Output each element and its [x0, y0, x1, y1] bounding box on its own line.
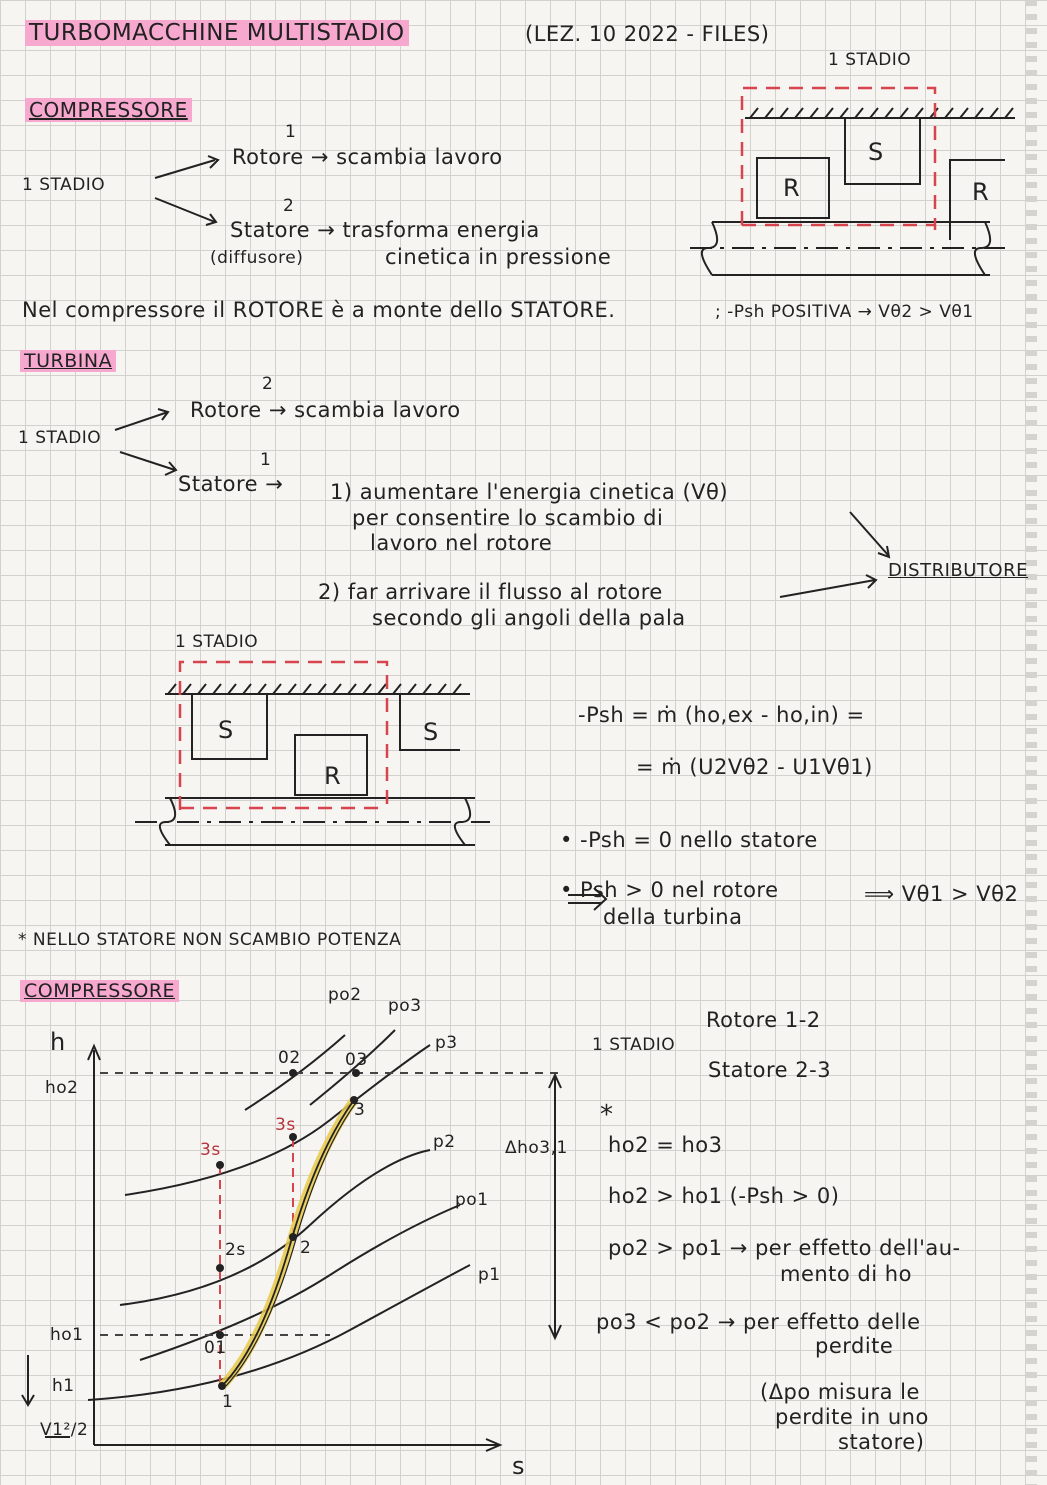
relation-2: ho2 > ho1 (-Psh > 0) [608, 1184, 840, 1208]
point-3: 3 [354, 1100, 366, 1120]
compressor-rotor-text: Rotore → scambia lavoro [232, 145, 503, 169]
point-3s-left: 3s [200, 1140, 221, 1160]
compressor-note: Nel compressore il ROTORE è a monte dell… [22, 298, 616, 322]
rotor-number: 1 [285, 122, 297, 142]
point-3s-right: 3s [275, 1115, 296, 1135]
point-2s: 2s [225, 1240, 246, 1260]
point-01: 01 [204, 1338, 227, 1358]
bullet-2b: della turbina [603, 905, 743, 929]
label-ho1: ho1 [50, 1325, 84, 1345]
bullet-2c: ⟹ Vθ1 > Vθ2 [864, 882, 1019, 906]
turbine-diagram-s1: S [218, 716, 234, 744]
turbine-item-1a: 1) aumentare l'energia cinetica (Vθ) [330, 480, 729, 504]
compressor-stator-text: Statore → trasforma energia [230, 218, 540, 242]
relation-5b: perdite in uno [775, 1405, 929, 1429]
turbine-rotor-number: 2 [262, 374, 274, 394]
isobar-p2 [119, 1149, 431, 1306]
isobar-p3 [124, 1044, 431, 1196]
chart-ylabel: h [50, 1028, 66, 1056]
curve-p1: p1 [478, 1265, 501, 1285]
label-h1: h1 [52, 1376, 75, 1396]
curve-po2: po2 [328, 985, 362, 1005]
compressor-diagram-r1: R [783, 174, 801, 202]
notebook-spiral [1025, 0, 1037, 1485]
relation-5c: statore) [838, 1430, 925, 1454]
bullet-2a: • Psh > 0 nel rotore [560, 878, 779, 902]
turbine-stage-diagram [135, 683, 608, 911]
point-1: 1 [222, 1392, 234, 1412]
compressor2-heading: COMPRESSORE [20, 980, 180, 1002]
point-02: 02 [278, 1048, 301, 1068]
lecture-reference: (LEZ. 10 2022 - FILES) [525, 22, 770, 46]
isobar-po1 [139, 1204, 461, 1361]
turbine-item-1b: per consentire lo scambio di [352, 506, 664, 530]
turbine-item-2b: secondo gli angoli della pala [372, 606, 686, 630]
turbine-diagram-title: 1 STADIO [175, 632, 259, 652]
turbine-rotor-text: Rotore → scambia lavoro [190, 398, 461, 422]
turbine-item-2a: 2) far arrivare il flusso al rotore [318, 580, 663, 604]
equation-2: = ṁ (U2Vθ2 - U1Vθ1) [636, 755, 873, 779]
compressor-diagram-title: 1 STADIO [828, 50, 912, 70]
turbine-note: * NELLO STATORE NON SCAMBIO POTENZA [18, 930, 402, 950]
curve-p3: p3 [435, 1033, 458, 1053]
turbine-stage-label: 1 STADIO [18, 428, 102, 448]
page-title: TURBOMACCHINE MULTISTADIO [25, 20, 409, 46]
relation-4a: po3 < po2 → per effetto delle [596, 1310, 921, 1334]
turbine-diagram-r: R [324, 762, 342, 790]
relation-5a: (Δpo misura le [760, 1380, 920, 1404]
bullet-1: • -Psh = 0 nello statore [560, 828, 818, 852]
point-03: 03 [345, 1050, 368, 1070]
compressor-stage-label: 1 STADIO [22, 175, 106, 195]
turbine-heading: TURBINA [20, 350, 117, 372]
hs-chart [21, 1029, 562, 1452]
stator-number: 2 [283, 196, 295, 216]
compressor-heading: COMPRESSORE [25, 98, 192, 122]
isobar-po3 [309, 1029, 396, 1106]
arrow-to-rotor [154, 159, 216, 179]
turbine-stator-number: 1 [260, 450, 272, 470]
isobar-p1 [87, 1264, 471, 1401]
compressor-diagram-s: S [868, 138, 884, 166]
distributor-label: DISTRIBUTORE [888, 560, 1028, 581]
diffuser-label: (diffusore) [210, 248, 304, 268]
label-ho2: ho2 [45, 1078, 79, 1098]
label-v: V1²/2 [40, 1420, 89, 1440]
curve-po1: po1 [455, 1190, 489, 1210]
compressor2-rotor: Rotore 1-2 [706, 1008, 821, 1032]
curve-po3: po3 [388, 996, 422, 1016]
compressor-stage-diagram [690, 107, 1015, 276]
compressor2-stator: Statore 2-3 [708, 1058, 832, 1082]
compressor2-star: * [600, 1100, 614, 1130]
turbine-stator-text: Statore → [178, 472, 284, 496]
arrow-to-stator [154, 197, 216, 223]
relation-3a: po2 > po1 → per effetto dell'au- [608, 1236, 961, 1260]
compressor-diagram-r2: R [972, 178, 990, 206]
turbine-diagram-s2: S [423, 718, 439, 746]
point-2: 2 [300, 1238, 312, 1258]
relation-4b: perdite [815, 1334, 894, 1358]
turbine-item-1c: lavoro nel rotore [370, 531, 553, 555]
equation-1: -Psh = ṁ (ho,ex - ho,in) = [578, 703, 865, 727]
compressor-psh-note: ; -Psh POSITIVA → Vθ2 > Vθ1 [715, 302, 974, 322]
delta-h-label: Δho3,1 [505, 1138, 568, 1158]
curve-p2: p2 [433, 1132, 456, 1152]
chart-xlabel: s [512, 1452, 526, 1480]
relation-3b: mento di ho [780, 1262, 912, 1286]
compressor2-stage-label: 1 STADIO [592, 1035, 676, 1055]
compressor-stator-text-2: cinetica in pressione [385, 245, 612, 269]
relation-1: ho2 = ho3 [608, 1133, 723, 1157]
